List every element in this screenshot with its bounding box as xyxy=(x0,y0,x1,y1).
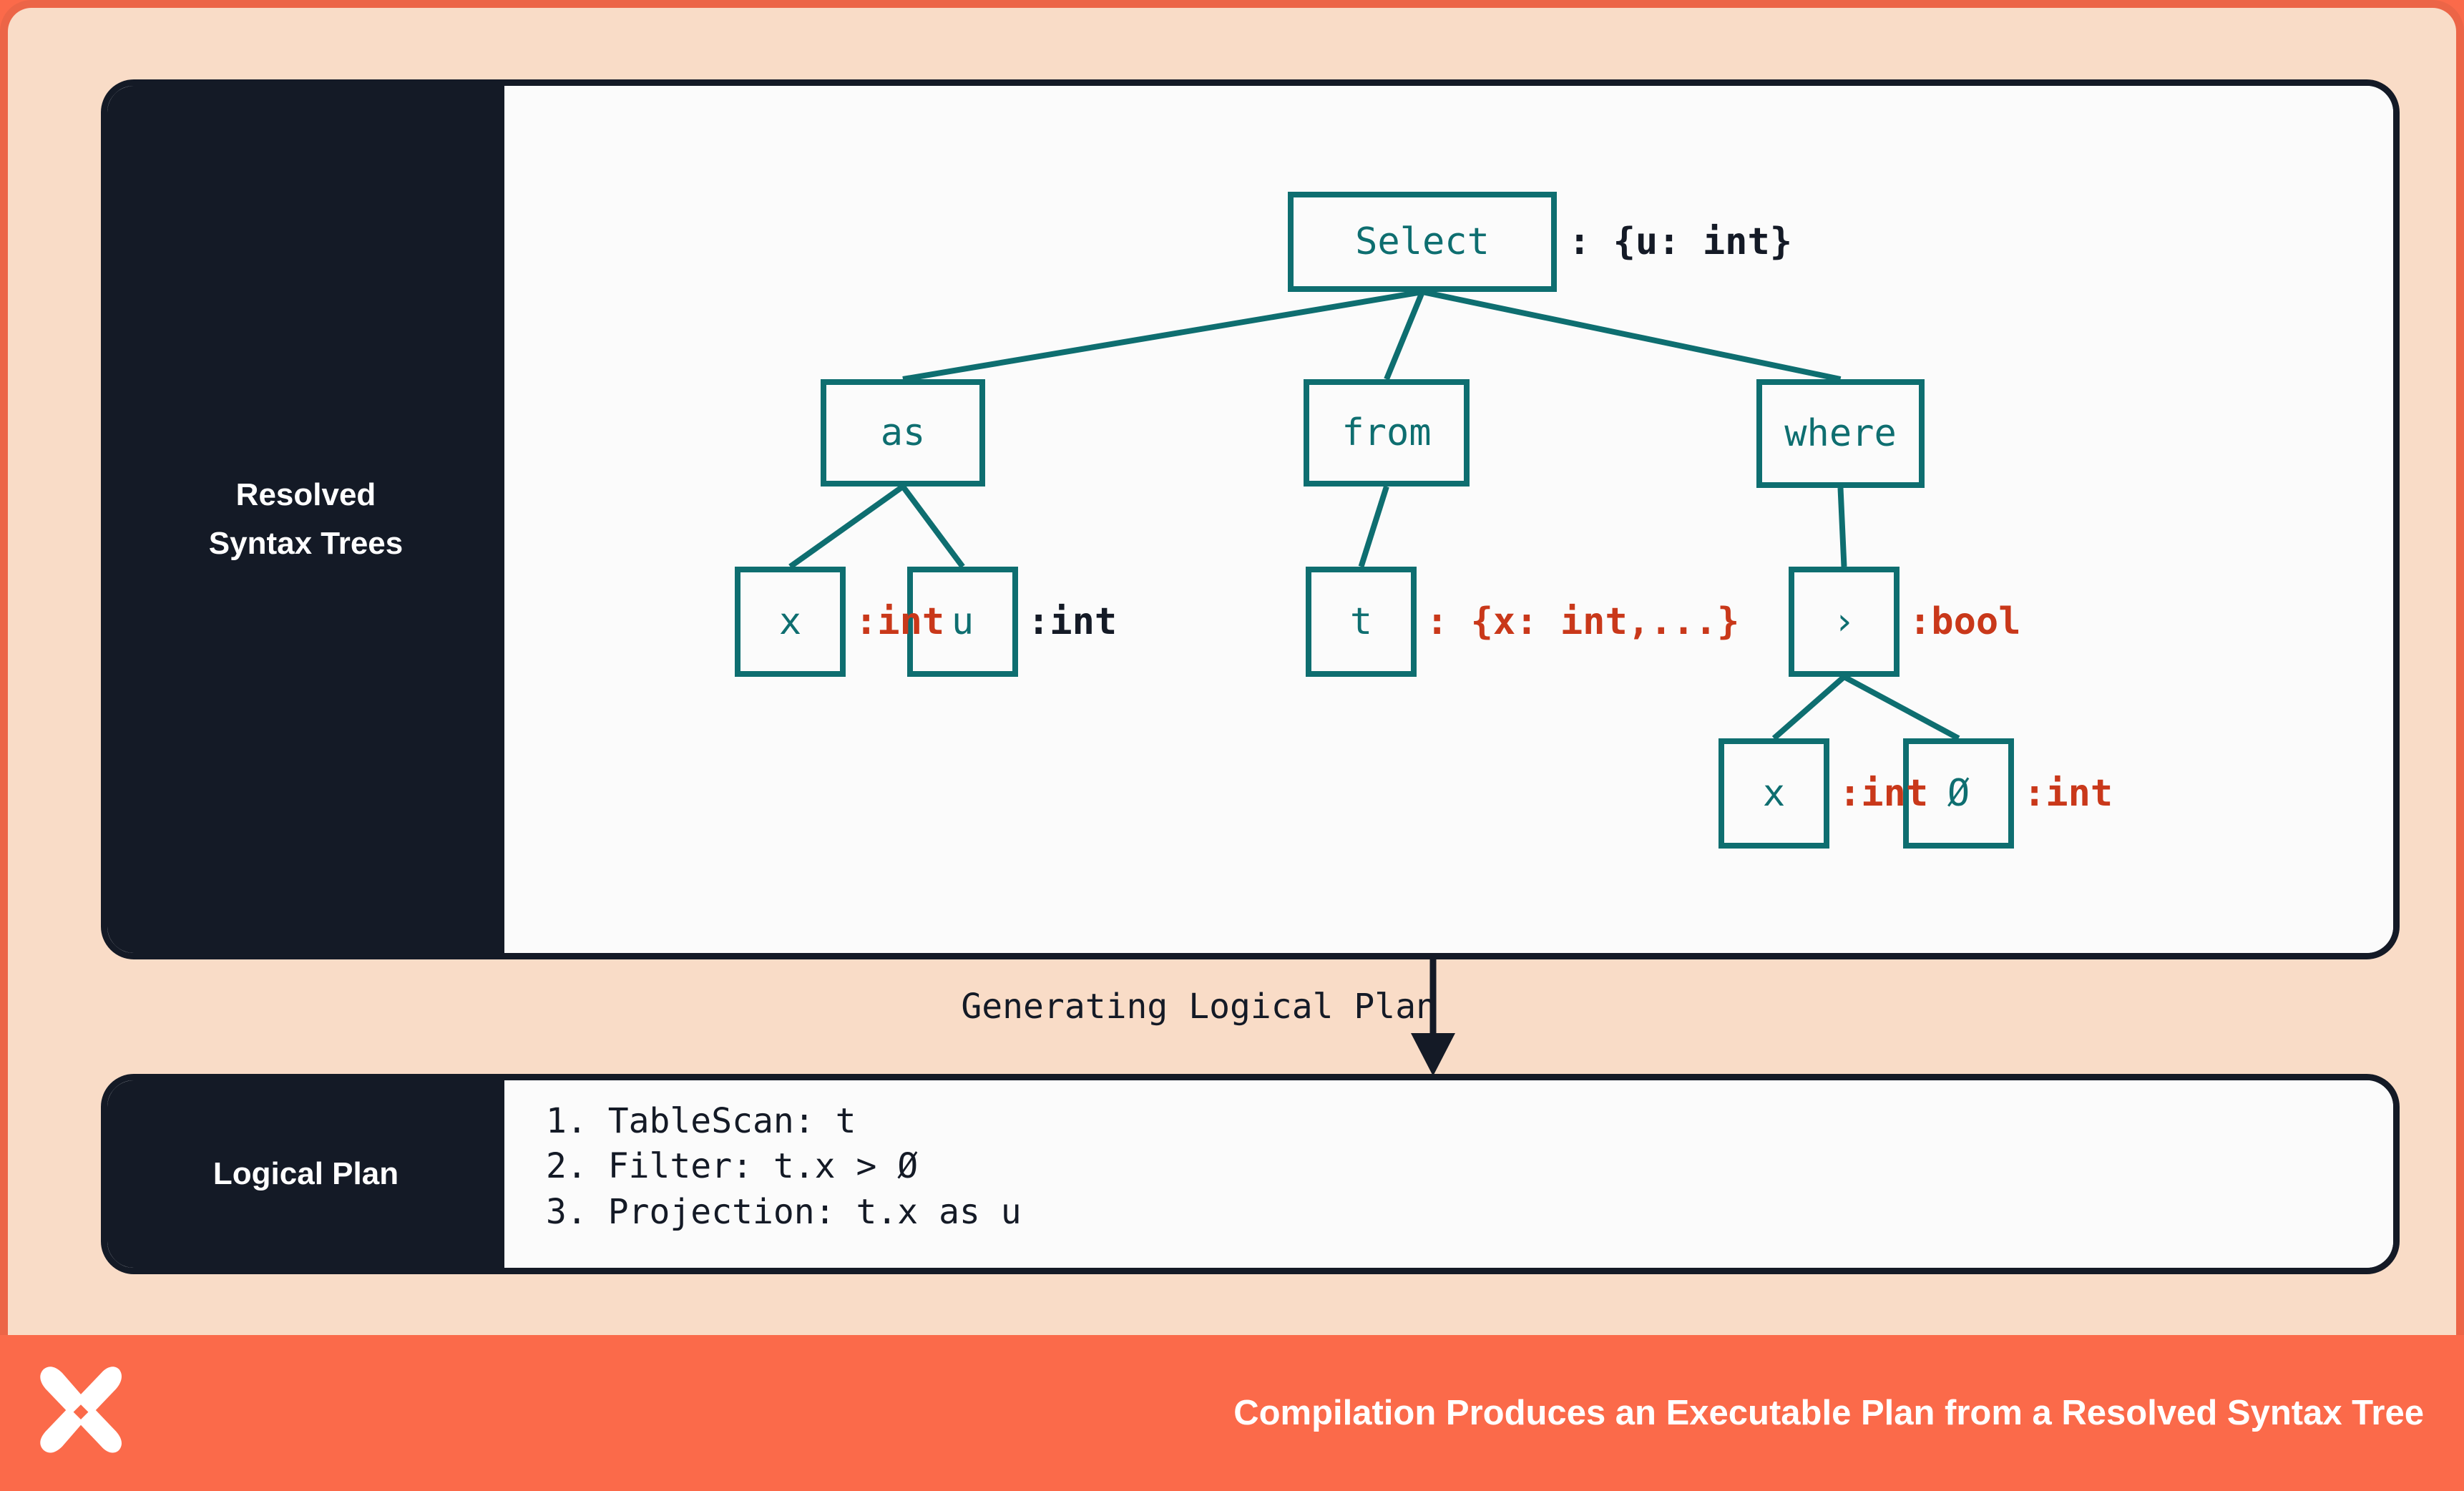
tree-edge-where-to-gt xyxy=(1837,487,1847,567)
tree-node-gt-0: Ø xyxy=(1903,738,2014,849)
type-annotation-from-t-type: : {x: int,...} xyxy=(1426,600,1740,643)
footer-caption: Compilation Produces an Executable Plan … xyxy=(1233,1394,2424,1432)
logical-plan-card: Logical Plan 1. TableScan: t 2. Filter: t… xyxy=(101,1074,2400,1274)
logical-plan-step-3: 3. Projection: t.x as u xyxy=(546,1191,1022,1232)
tree-node-as: as xyxy=(821,379,985,487)
type-annotation-as-u-type: :int xyxy=(1027,600,1118,643)
flow-arrow-icon xyxy=(1411,959,1455,1076)
tree-edge-as-to-as-u xyxy=(900,484,965,569)
poster-inner-panel: Resolved Syntax Trees Select as from where x… xyxy=(0,0,2464,1335)
tree-node-gt-x: x xyxy=(1719,738,1829,849)
tree-edge-select-to-from xyxy=(1384,290,1425,381)
tree-edge-select-to-as xyxy=(902,289,1423,382)
type-annotation-gt-0-type: :int xyxy=(2023,772,2113,815)
type-annotation-select-type: : {u: int} xyxy=(1568,220,1793,263)
tree-node-as-u: u xyxy=(907,567,1018,677)
rst-label-line1: Resolved xyxy=(235,476,376,512)
type-annotation-gt-type: :bool xyxy=(1909,600,2021,643)
resolved-syntax-trees-card: Resolved Syntax Trees Select as from where x… xyxy=(101,79,2400,959)
tree-edge-gt-to-gt-x xyxy=(1771,674,1847,741)
logical-plan-step-1: 1. TableScan: t xyxy=(546,1101,856,1141)
flow-connector: Generating Logical Plan xyxy=(405,959,2315,1077)
tree-node-from: from xyxy=(1304,379,1470,487)
tree-node-from-t: t xyxy=(1306,567,1417,677)
tree-node-where: where xyxy=(1756,379,1925,488)
tree-edge-gt-to-gt-0 xyxy=(1842,674,1960,741)
tree-node-select: Select xyxy=(1288,192,1557,292)
logical-plan-label: Logical Plan xyxy=(107,1080,504,1268)
resolved-syntax-trees-label: Resolved Syntax Trees xyxy=(107,86,504,953)
x-mark-logo-icon xyxy=(40,1367,122,1453)
type-annotation-gt-x-type: :int xyxy=(1839,772,1929,815)
footer-bar: Compilation Produces an Executable Plan … xyxy=(0,1335,2464,1491)
flow-label: Generating Logical Plan xyxy=(961,987,1437,1027)
tree-node-gt: › xyxy=(1789,567,1900,677)
type-annotation-as-x-type: :int xyxy=(855,600,945,643)
tree-edge-from-to-from-t xyxy=(1358,485,1389,568)
tree-edge-as-to-as-x xyxy=(788,484,905,569)
rst-label-line2: Syntax Trees xyxy=(208,526,404,561)
tree-node-as-x: x xyxy=(735,567,846,677)
tree-edges xyxy=(788,289,1960,741)
tree-edge-select-to-where xyxy=(1422,289,1842,382)
logical-plan-step-2: 2. Filter: t.x > Ø xyxy=(546,1146,919,1187)
